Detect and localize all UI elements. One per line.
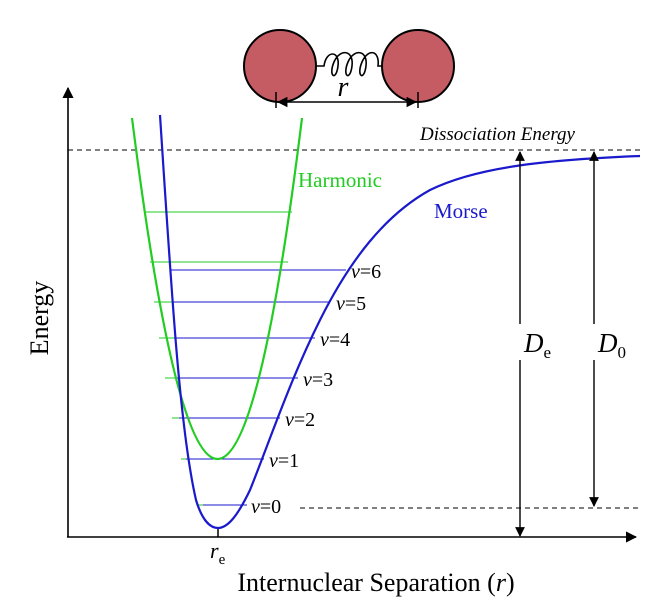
harmonic-label: Harmonic [298, 168, 382, 192]
d0-label-backdrop [587, 324, 633, 360]
spring [316, 51, 382, 77]
axes: Energy Internuclear Separation (r) re [25, 86, 638, 597]
y-axis-label: Energy [25, 281, 54, 356]
level-label-v3: v=3 [303, 369, 333, 391]
morse-curve [158, 114, 641, 530]
de-label-backdrop [512, 324, 560, 360]
level-label-v0: v=0 [251, 496, 281, 518]
dissociation-energy-label: Dissociation Energy [419, 124, 576, 145]
de-label: De [523, 328, 551, 362]
morse-label: Morse [434, 199, 488, 223]
bond-length-label: r [338, 72, 349, 103]
level-label-v5: v=5 [336, 293, 366, 315]
level-label-v2: v=2 [285, 409, 315, 431]
d0-label: D0 [597, 328, 626, 362]
vibrational-level-labels: v=0 v=1 v=2 v=3 v=4 v=5 v=6 [251, 261, 381, 518]
level-label-v4: v=4 [320, 329, 350, 351]
level-label-v1: v=1 [269, 450, 299, 472]
level-label-v6: v=6 [351, 261, 381, 283]
equilibrium-label: re [210, 538, 226, 568]
left-atom [243, 29, 317, 103]
morse-levels [171, 269, 346, 506]
diatomic-molecule: r [243, 29, 455, 108]
right-atom [381, 29, 455, 103]
x-axis-label: Internuclear Separation (r) [237, 568, 514, 597]
harmonic-curve [130, 117, 304, 461]
